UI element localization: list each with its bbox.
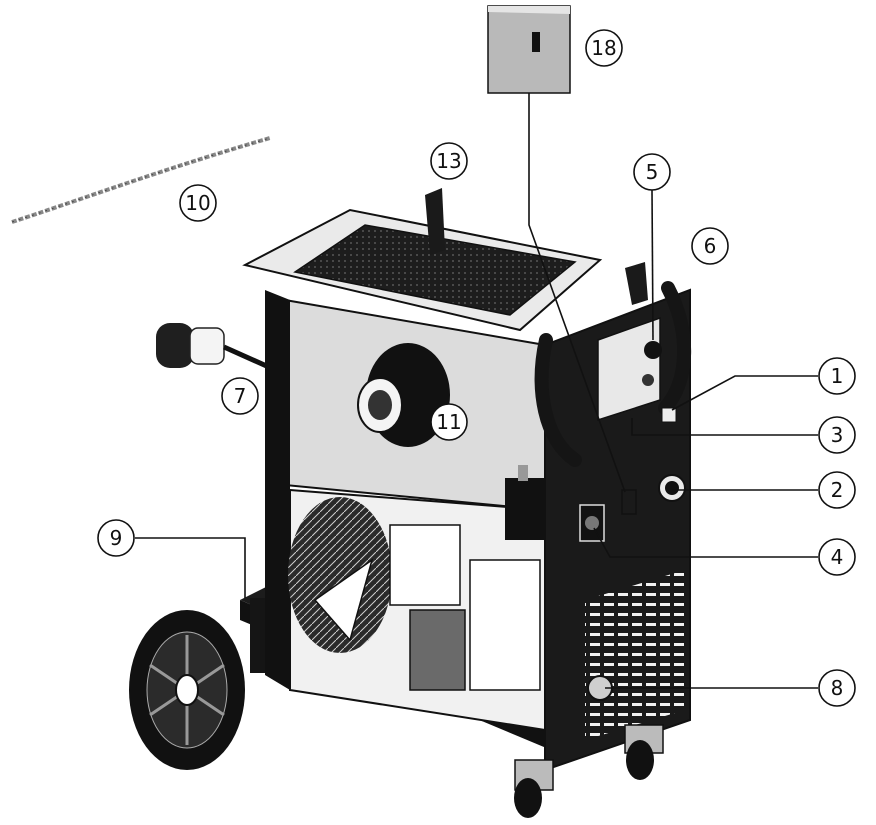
svg-text:5: 5 [646,160,659,184]
callout-5: 5 [633,153,671,191]
callout-3: 3 [818,416,856,454]
callout-6: 6 [691,227,729,265]
svg-text:1: 1 [831,364,844,388]
welder-body [242,188,692,772]
svg-text:9: 9 [110,526,123,550]
callout-13: 13 [430,142,468,180]
callout-10: 10 [179,184,217,222]
callout-2: 2 [818,471,856,509]
svg-text:18: 18 [591,36,616,60]
callout-9: 9 [97,519,135,557]
caster-rear [624,724,664,780]
svg-text:8: 8 [831,676,844,700]
svg-text:4: 4 [831,545,844,569]
caster-front [514,759,554,818]
callout-11: 11 [430,403,468,441]
wire-chain [11,136,271,224]
svg-text:6: 6 [704,234,717,258]
callout-8: 8 [818,669,856,707]
svg-text:7: 7 [234,384,247,408]
svg-text:13: 13 [436,149,461,173]
inset-box [487,5,571,94]
wheel-large [129,610,245,770]
svg-text:11: 11 [436,410,461,434]
callout-18: 18 [585,29,623,67]
callout-4: 4 [818,538,856,576]
callout-1: 1 [818,357,856,395]
svg-text:3: 3 [831,423,844,447]
svg-text:10: 10 [185,191,210,215]
torch-part [156,323,282,375]
callout-7: 7 [221,377,259,415]
leader-lines [135,93,818,689]
switch-icon [532,32,540,52]
svg-text:2: 2 [831,478,844,502]
